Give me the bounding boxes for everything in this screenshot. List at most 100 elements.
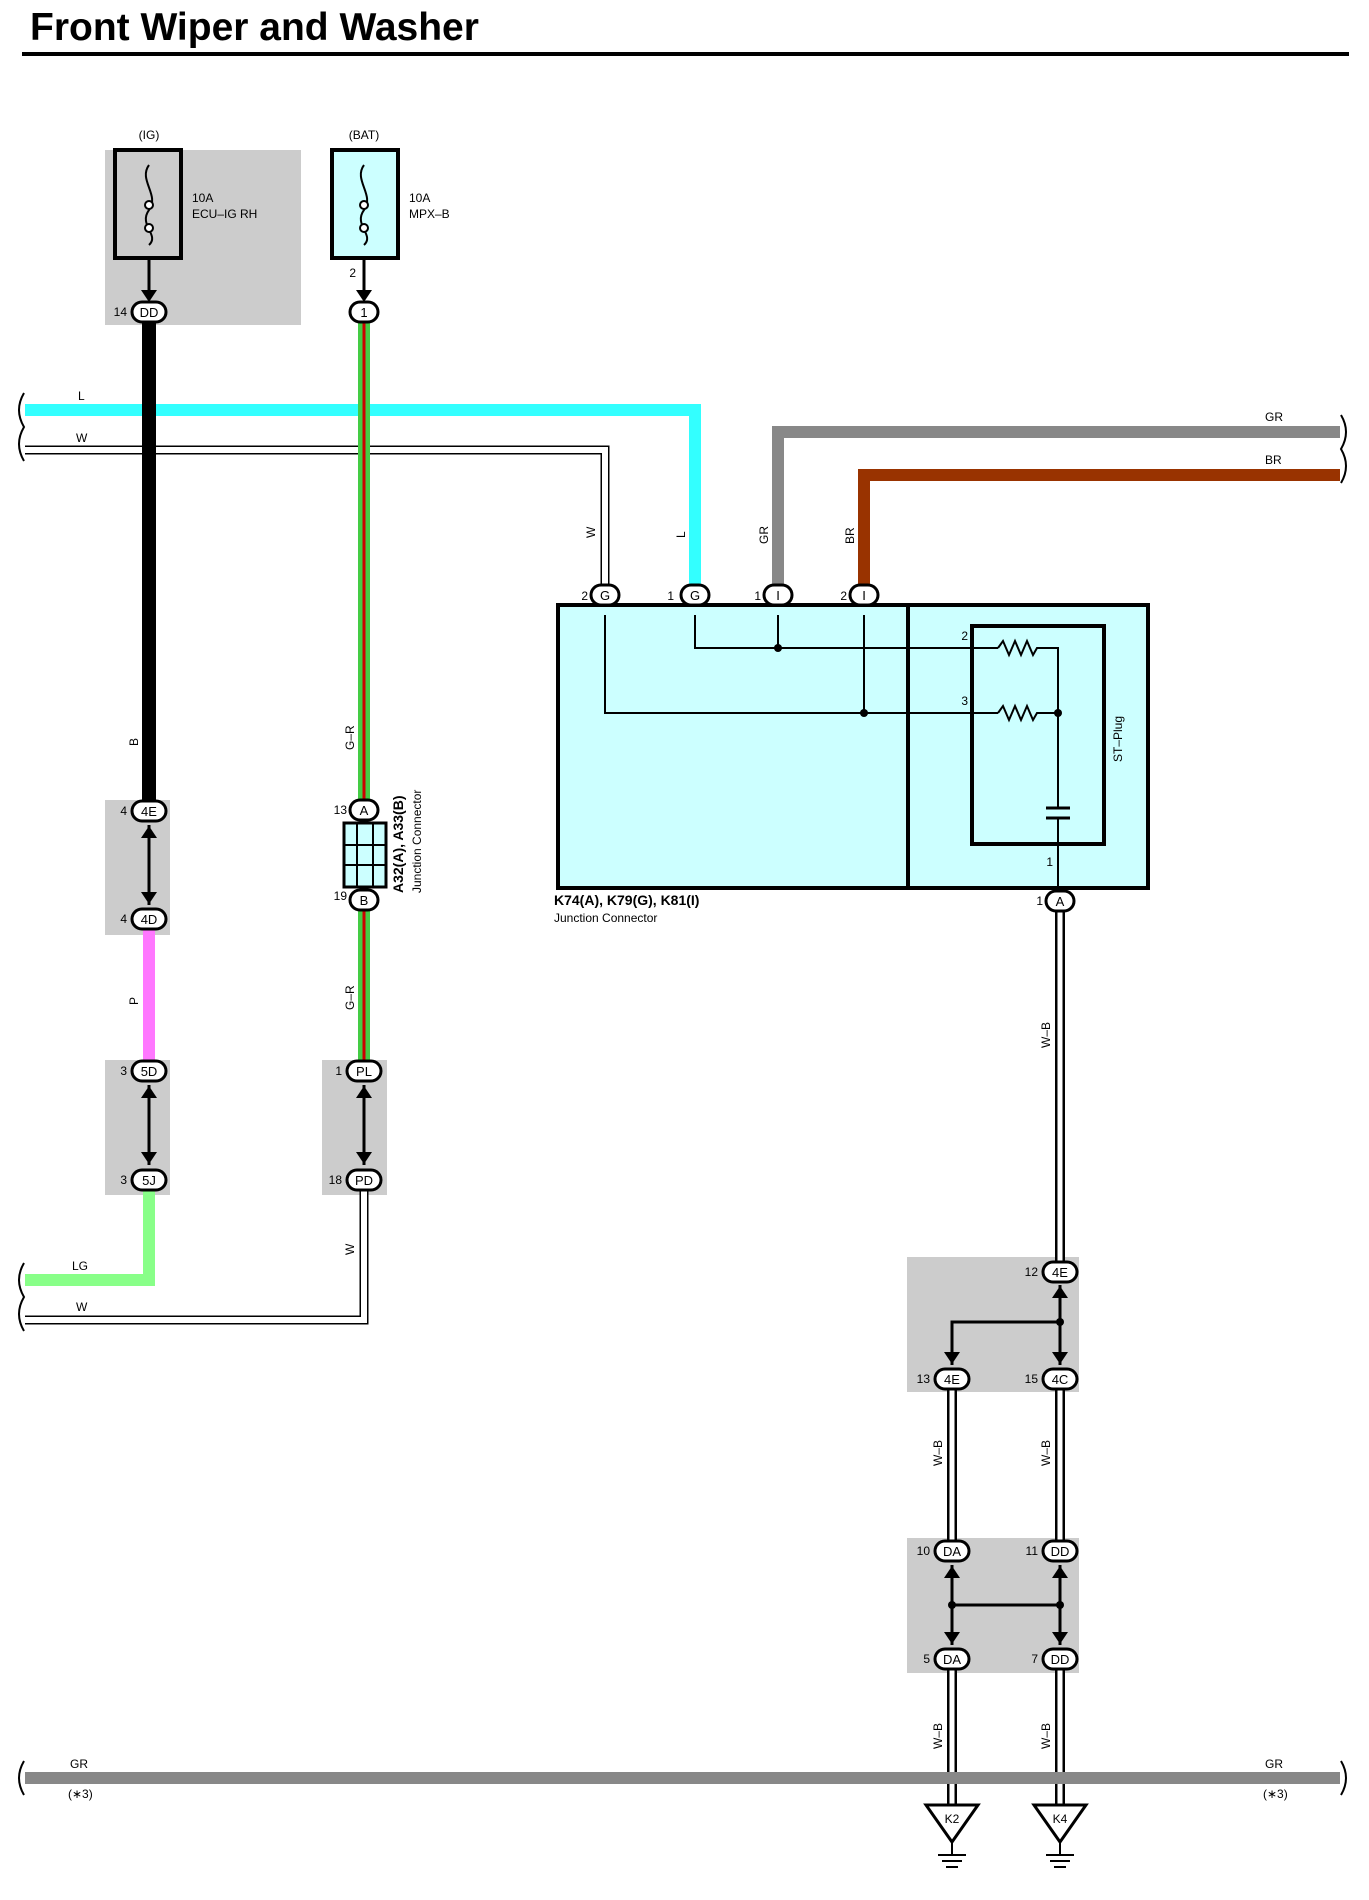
connector-label: 4E [944, 1372, 960, 1387]
junction-connector-k74 [556, 603, 1150, 890]
wire-label-w-vertical: W [584, 526, 598, 538]
ground-k2 [923, 1803, 981, 1868]
connector-c2g: G [589, 583, 621, 607]
st-plug-label: ST–Plug [1111, 716, 1125, 762]
wire-label-lg: LG [72, 1259, 88, 1273]
connector-label: DD [1051, 1544, 1070, 1559]
wire-label-w-pd: W [343, 1243, 357, 1255]
pin-5: 5 [923, 1652, 930, 1666]
wire-w-top [25, 445, 610, 595]
pin-18: 18 [329, 1173, 343, 1187]
connector-label: I [862, 588, 866, 603]
connector-label: 4D [141, 912, 158, 927]
connector-c1a: A [1044, 889, 1076, 913]
pin-3a: 3 [120, 1064, 127, 1078]
ground-k4 [1031, 1803, 1089, 1868]
fuse-bat-rating: 10A [409, 191, 430, 205]
wire-label-w-b-3: W–B [1039, 1440, 1053, 1466]
pin-12: 12 [1025, 1265, 1039, 1279]
connector-label: 4E [141, 804, 157, 819]
wire-label-b: B [127, 738, 141, 746]
pin-11: 11 [1026, 1544, 1039, 1558]
connector-c11dd: DD [1041, 1539, 1079, 1563]
junction-k-ids: K74(A), K79(G), K81(I) [554, 892, 699, 908]
fuse-bat-source: (BAT) [349, 128, 379, 142]
connector-label: G [600, 588, 610, 603]
pin-13b: 13 [917, 1372, 931, 1386]
wire-label-gr-vertical: GR [757, 526, 771, 544]
connector-label: PD [355, 1173, 373, 1188]
wire-label-br-vertical: BR [843, 527, 857, 544]
wire-label-w-low: W [76, 1300, 88, 1314]
pin-4a: 4 [120, 804, 127, 818]
wire-label-w-b-4: W–B [931, 1723, 945, 1749]
connector-label: B [360, 893, 369, 908]
wire-label-l-vertical: L [674, 531, 688, 538]
wire-label-l: L [78, 389, 85, 403]
page-title: Front Wiper and Washer [30, 6, 479, 49]
connector-c13_4e: 4E [933, 1367, 971, 1391]
wire-label-w-b-2: W–B [931, 1440, 945, 1466]
pin-1-i: 1 [754, 589, 761, 603]
connector-c1g: G [679, 583, 711, 607]
wire-break-left [18, 392, 26, 1796]
wire-br [858, 469, 1340, 595]
connector-c4d: 4D [130, 907, 168, 931]
wire-lg [25, 1190, 155, 1286]
connector-label: A [1056, 894, 1065, 909]
note-star3-right: (∗3) [1263, 1787, 1288, 1801]
connector-c10da: DA [933, 1539, 971, 1563]
connector-label: I [776, 588, 780, 603]
connector-label: DD [1051, 1652, 1070, 1667]
connector-label: 4C [1052, 1372, 1069, 1387]
connector-c19b: B [348, 888, 380, 912]
pin-2-g: 2 [581, 589, 588, 603]
pin-2-i: 2 [840, 589, 847, 603]
pin-st-2: 2 [961, 629, 968, 643]
wire-label-g-r-bottom: G–R [343, 985, 357, 1010]
title-underline [22, 52, 1349, 56]
fuse-ecu-ig-rh [113, 148, 183, 292]
junction-a-ids: A32(A), A33(B) [390, 796, 406, 894]
connector-label: 1 [360, 305, 367, 320]
connector-c2i: I [848, 583, 880, 607]
pin-15: 15 [1025, 1372, 1039, 1386]
connector-c4e_top: 4E [130, 799, 168, 823]
wire-label-gr: GR [1265, 410, 1283, 424]
wire-label-p: P [127, 997, 141, 1005]
fuse-ig-source: (IG) [139, 128, 160, 142]
connector-c5da: DA [933, 1647, 971, 1671]
wire-gr-top [772, 426, 1340, 595]
junction-connector-a32-a33 [342, 821, 388, 889]
pin-4b: 4 [120, 912, 127, 926]
connector-c1pl: PL [345, 1059, 383, 1083]
connector-c14dd: DD [130, 300, 168, 324]
junction-k-name: Junction Connector [554, 911, 657, 925]
ground-k4-label: K4 [1053, 1812, 1068, 1826]
connector-label: 5D [141, 1064, 158, 1079]
connector-c15_4c: 4C [1041, 1367, 1079, 1391]
connector-label: PL [356, 1064, 372, 1079]
pin-1-a: 1 [1036, 894, 1043, 908]
junction-a-name: Junction Connector [410, 790, 424, 893]
fuse-ig-rating: 10A [192, 191, 213, 205]
note-star3-left: (∗3) [68, 1787, 93, 1801]
connector-label: 4E [1052, 1265, 1068, 1280]
fuse-ig-shade [105, 150, 301, 325]
connector-c7dd: DD [1041, 1647, 1079, 1671]
connector-label: A [360, 803, 369, 818]
wire-label-w-b-5: W–B [1039, 1723, 1053, 1749]
pin-13: 13 [334, 803, 348, 817]
pin-2-bat: 2 [349, 266, 356, 280]
fuse-bat-name: MPX–B [409, 207, 450, 221]
connector-c12_4e: 4E [1041, 1260, 1079, 1284]
connector-c18pd: PD [345, 1168, 383, 1192]
wire-label-br: BR [1265, 453, 1282, 467]
connector-c1i: I [762, 583, 794, 607]
pin-st-3: 3 [961, 694, 968, 708]
pin-1-g: 1 [667, 589, 674, 603]
pin-1-pl: 1 [335, 1064, 342, 1078]
wire-label-gr-bottom-right: GR [1265, 1757, 1283, 1771]
wire-label-g-r-top: G–R [343, 725, 357, 750]
